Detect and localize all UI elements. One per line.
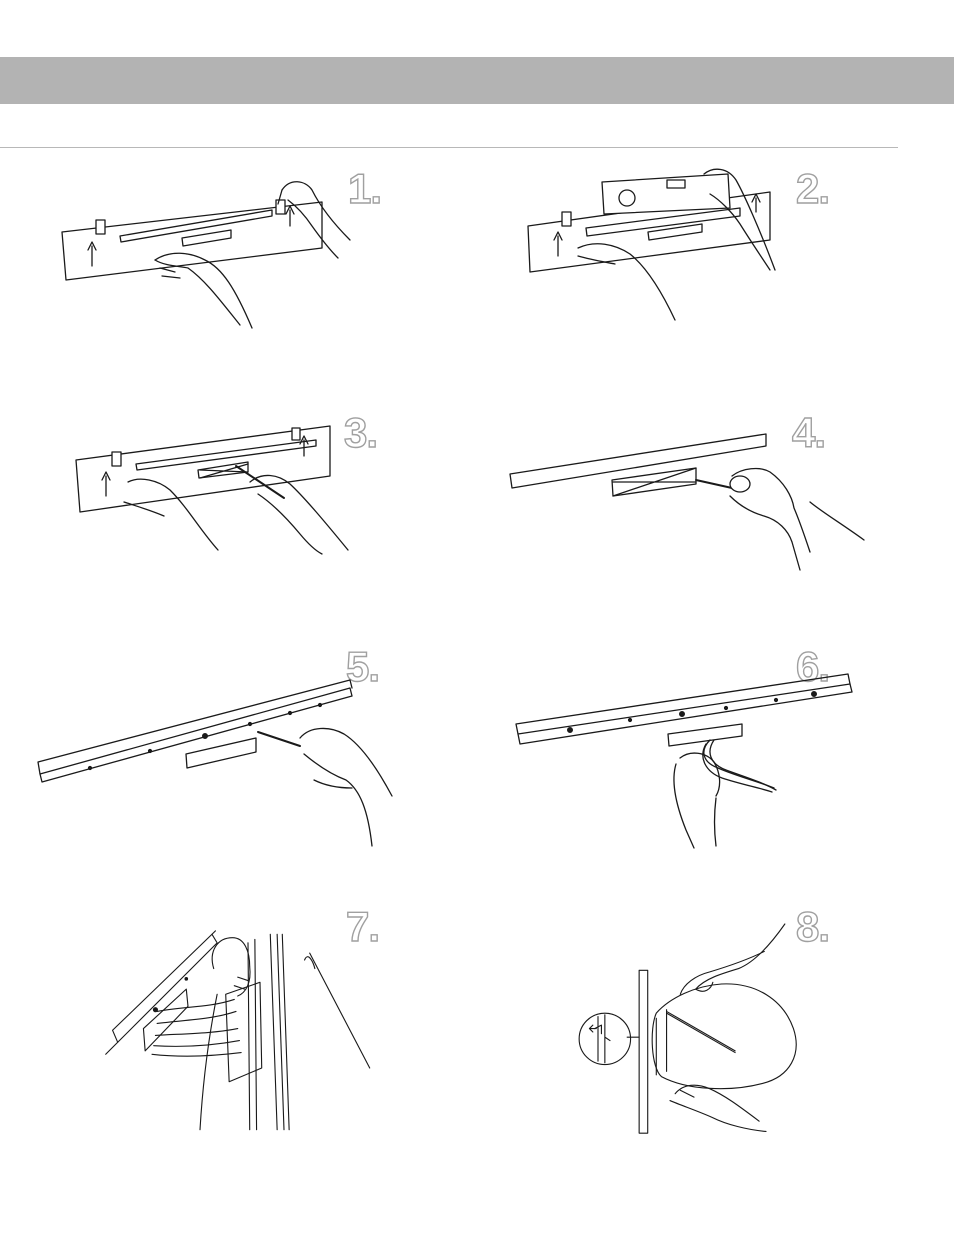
step-6: 6. bbox=[470, 640, 870, 880]
step-4-illustration bbox=[470, 412, 870, 652]
wall-opening bbox=[143, 989, 188, 1051]
step-7: 7. bbox=[0, 900, 400, 1140]
step-3-illustration bbox=[0, 412, 400, 652]
step-1-illustration bbox=[0, 160, 400, 400]
step-3: 3. bbox=[0, 412, 400, 652]
step-8-illustration bbox=[470, 900, 870, 1140]
upper-hand bbox=[696, 924, 785, 989]
step-2-illustration bbox=[470, 160, 870, 400]
step-1: 1. bbox=[0, 160, 400, 400]
wall-section bbox=[639, 970, 648, 1133]
wall-opening bbox=[668, 724, 742, 746]
step-5-illustration bbox=[0, 640, 400, 880]
header-divider bbox=[0, 147, 898, 148]
wall-bracket bbox=[40, 688, 352, 782]
wall-opening bbox=[186, 738, 256, 768]
lower-hand bbox=[675, 1085, 759, 1121]
step-5: 5. bbox=[0, 640, 400, 880]
right-hand bbox=[250, 475, 348, 550]
step-7-illustration bbox=[0, 900, 400, 1140]
step-4: 4. bbox=[470, 412, 870, 652]
step-2: 2. bbox=[470, 160, 870, 400]
step-8: 8. bbox=[470, 900, 870, 1140]
screwdriver bbox=[258, 732, 300, 746]
speaker-cabinet bbox=[652, 984, 796, 1089]
step-6-illustration bbox=[470, 640, 870, 880]
screwdriver bbox=[696, 480, 732, 488]
header-band bbox=[0, 57, 954, 104]
